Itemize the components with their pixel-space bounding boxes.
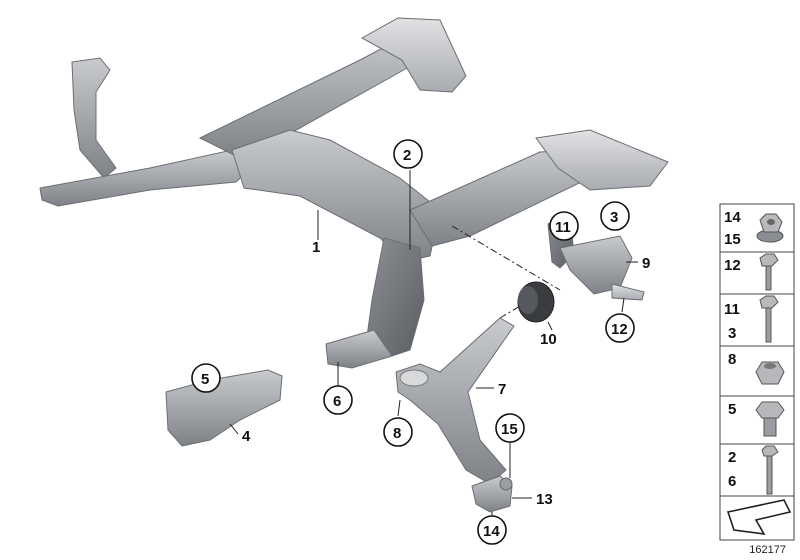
callout-4: 4 <box>242 428 251 445</box>
callout-3-circle <box>600 201 630 231</box>
callout-9: 9 <box>642 255 650 272</box>
legend-3: 3 <box>728 325 736 342</box>
hex-bolt-icon <box>755 401 785 437</box>
callout-2: 2 <box>403 147 411 164</box>
flange-bolt-icon <box>761 445 779 495</box>
callout-8-circle <box>383 417 413 447</box>
callout-13: 13 <box>536 491 553 508</box>
reinforcement-bracket <box>165 369 283 447</box>
legend-12: 12 <box>724 257 741 274</box>
legend-14: 14 <box>724 209 741 226</box>
bolt-icon <box>759 253 779 291</box>
callout-1: 1 <box>312 239 320 256</box>
fastener-legend: 14 15 12 11 3 8 5 <box>719 203 795 541</box>
callout-14: 14 <box>483 523 500 540</box>
callout-15: 15 <box>501 421 518 438</box>
rubber-mount <box>517 281 555 323</box>
callout-12: 12 <box>611 321 628 338</box>
callout-15-circle <box>495 413 525 443</box>
callout-11: 11 <box>555 219 571 236</box>
callout-3: 3 <box>610 209 618 226</box>
callout-8: 8 <box>393 425 401 442</box>
image-number: 162177 <box>749 544 786 556</box>
callout-6-circle <box>323 385 353 415</box>
ball-joint <box>471 475 513 513</box>
callout-10: 10 <box>540 331 557 348</box>
direction-arrow-icon <box>726 499 792 536</box>
callout-5: 5 <box>201 371 209 388</box>
legend-15: 15 <box>724 231 741 248</box>
callouts: 1 2 3 4 5 6 7 8 9 10 11 <box>191 139 650 545</box>
callout-11-circle <box>549 211 579 241</box>
callout-5-circle <box>191 363 221 393</box>
hex-nut-icon <box>755 361 785 385</box>
legend-6: 6 <box>728 473 736 490</box>
callout-14-circle <box>477 515 507 545</box>
long-bolt-icon <box>759 295 779 343</box>
legend-5: 5 <box>728 401 736 418</box>
axle-carrier <box>39 17 669 369</box>
callout-7: 7 <box>498 381 506 398</box>
wishbone <box>395 317 515 485</box>
callout-12-circle <box>605 313 635 343</box>
callout-2-circle <box>393 139 423 169</box>
legend-11: 11 <box>724 301 740 318</box>
callout-6: 6 <box>333 393 341 410</box>
legend-2: 2 <box>728 449 736 466</box>
legend-8: 8 <box>728 351 736 368</box>
flange-nut-icon <box>756 213 784 243</box>
